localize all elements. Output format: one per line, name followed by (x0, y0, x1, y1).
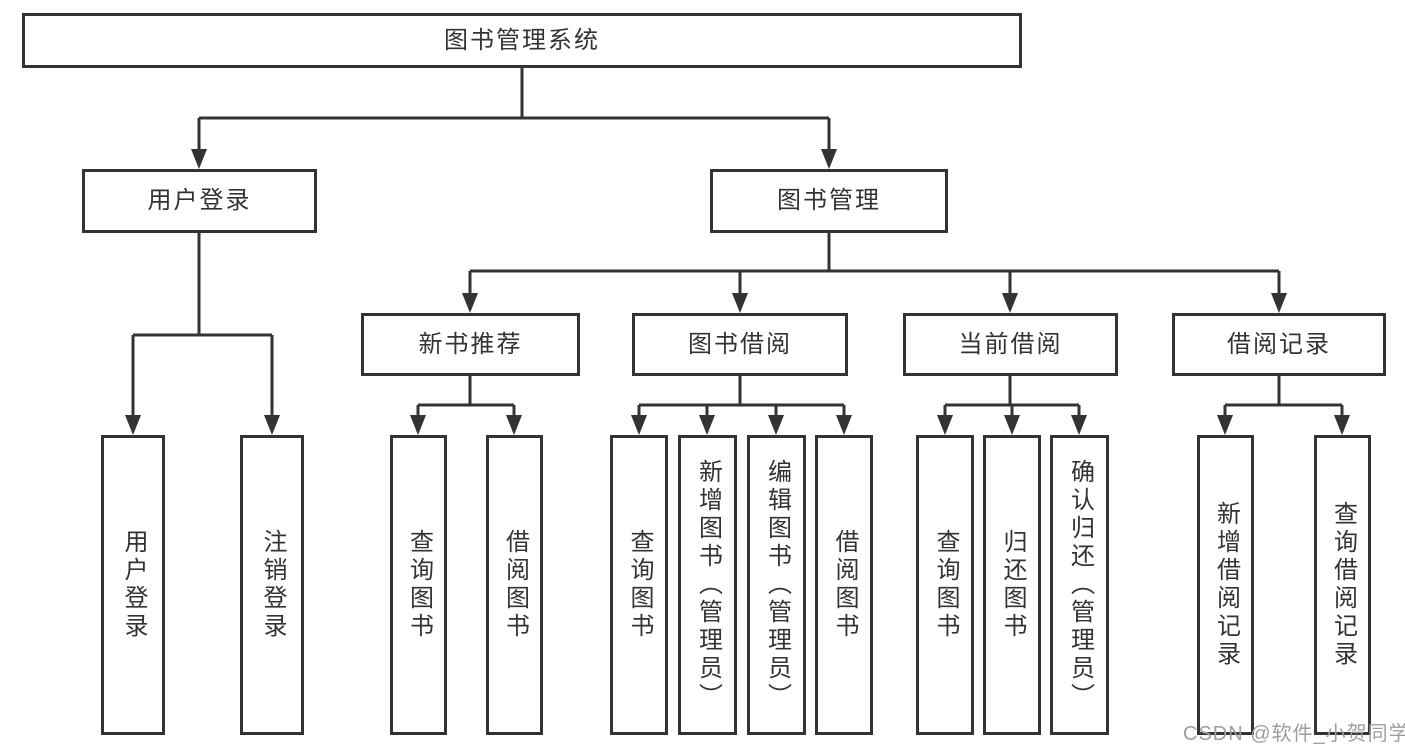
arrow-down-icon (1334, 415, 1350, 435)
leaf-cb-query-books: 查询图书 (916, 435, 974, 735)
leaf-bb-edit-books-admin: 编辑图书（管理员） (747, 435, 806, 735)
arrow-down-icon (937, 415, 953, 435)
arrow-down-icon (1071, 415, 1087, 435)
arrow-down-icon (821, 149, 837, 169)
arrow-down-icon (264, 415, 280, 435)
arrow-down-icon (732, 293, 748, 313)
connector-lines (131, 68, 1344, 417)
arrow-down-icon (699, 415, 715, 435)
arrow-down-icon (125, 415, 141, 435)
arrow-down-icon (768, 415, 784, 435)
node-current-borrow: 当前借阅 (903, 313, 1118, 376)
arrow-down-icon (506, 415, 522, 435)
leaf-bb-add-books-admin: 新增图书（管理员） (678, 435, 737, 735)
leaf-cb-return-books: 归还图书 (983, 435, 1041, 735)
arrow-down-icon (1271, 293, 1287, 313)
node-borrow-record: 借阅记录 (1172, 313, 1386, 376)
arrow-down-icon (410, 415, 426, 435)
arrow-down-icon (1217, 415, 1233, 435)
arrow-down-icon (836, 415, 852, 435)
arrowhead-icons (125, 149, 1350, 435)
node-book-borrow: 图书借阅 (632, 313, 848, 376)
leaf-br-query-record: 查询借阅记录 (1314, 435, 1371, 735)
arrow-down-icon (1004, 415, 1020, 435)
leaf-user-login: 用户登录 (101, 435, 165, 735)
node-root-system: 图书管理系统 (22, 13, 1022, 68)
csdn-watermark: CSDN @软件_小贺同学 (1183, 723, 1405, 745)
node-new-book-recommend: 新书推荐 (361, 313, 580, 376)
node-user-login-branch: 用户登录 (82, 169, 317, 233)
leaf-bb-borrow-books: 借阅图书 (815, 435, 873, 735)
leaf-cb-confirm-return-admin: 确认归还（管理员） (1050, 435, 1109, 735)
leaf-nbr-query-books: 查询图书 (390, 435, 447, 735)
arrow-down-icon (462, 293, 478, 313)
leaf-bb-query-books: 查询图书 (610, 435, 668, 735)
leaf-nbr-borrow-books: 借阅图书 (486, 435, 543, 735)
node-book-management-branch: 图书管理 (710, 169, 948, 233)
leaf-br-add-record: 新增借阅记录 (1197, 435, 1254, 735)
leaf-logout: 注销登录 (240, 435, 304, 735)
arrow-down-icon (191, 149, 207, 169)
arrow-down-icon (1002, 293, 1018, 313)
arrow-down-icon (631, 415, 647, 435)
